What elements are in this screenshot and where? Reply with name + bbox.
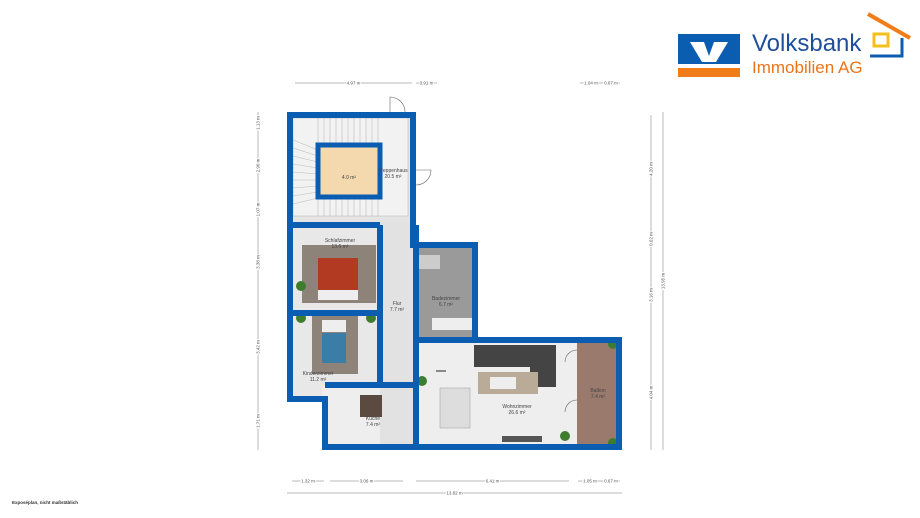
doors [389, 96, 578, 413]
dimension-label: 0.67 m [604, 479, 618, 484]
room-name: Wohnzimmer [502, 404, 532, 410]
room-name: Kinderzimmer [303, 371, 334, 377]
room-name: Balkon [590, 388, 606, 394]
room-area: 7.4 m² [591, 394, 606, 400]
dimension-label: 3.06 m [360, 479, 374, 484]
room-area: 26.6 m² [509, 410, 526, 416]
room-area: 20.5 m² [385, 174, 402, 180]
dimension-label: 1.07 m [256, 202, 261, 216]
room-label-abstell: 4.0 m² [342, 175, 357, 181]
room-name: Flur [393, 301, 402, 307]
room-name: Badezimmer [432, 296, 460, 302]
dimension-label: 1.05 m [583, 479, 597, 484]
dimension-label: 4.20 m [649, 162, 654, 176]
volksbank-logo: Volksbank Immobilien AG [678, 12, 918, 82]
dimension-label: 4.04 m [649, 385, 654, 399]
furniture [296, 245, 618, 448]
room-area: 7.7 m² [390, 307, 405, 313]
dimension-label: 1.71 m [256, 414, 261, 428]
dimension-label: 1.04 m [584, 81, 598, 86]
dimension-label: 13.82 m [446, 491, 463, 496]
dimension-label: 0.91 m [420, 81, 434, 86]
logo-line2: Immobilien AG [752, 58, 863, 77]
dimension-label: 3.16 m [649, 288, 654, 302]
dimension-label: 3.38 m [256, 255, 261, 269]
dimension-label: 4.97 m [347, 81, 361, 86]
footer-note: Exposéplan, nicht maßstäblich [12, 500, 79, 505]
dimension-label: 6.41 m [486, 479, 500, 484]
room-area: 6.7 m² [439, 302, 454, 308]
dimension-label: 1.13 m [256, 116, 261, 130]
dimension-label: 3.42 m [256, 340, 261, 354]
dimension-label: 2.90 m [256, 158, 261, 172]
logo-mark-icon [678, 12, 911, 77]
walls [287, 112, 622, 450]
room-area: 4.0 m² [342, 175, 357, 181]
room-name: Küche [366, 416, 380, 422]
dimension-label: 0.67 m [604, 81, 618, 86]
dimension-label: 1.32 m [301, 479, 315, 484]
room-area: 11.2 m² [310, 377, 327, 383]
dimension-label: 13.95 m [661, 273, 666, 290]
logo-line1: Volksbank [752, 30, 862, 57]
room-area: 7.4 m² [366, 422, 381, 428]
dimension-label: 0.62 m [649, 232, 654, 246]
room-area: 13.6 m² [332, 244, 349, 250]
storage-room [315, 142, 383, 200]
room-name: Schlafzimmer [325, 238, 356, 244]
room-name: Treppenhaus [378, 168, 408, 174]
